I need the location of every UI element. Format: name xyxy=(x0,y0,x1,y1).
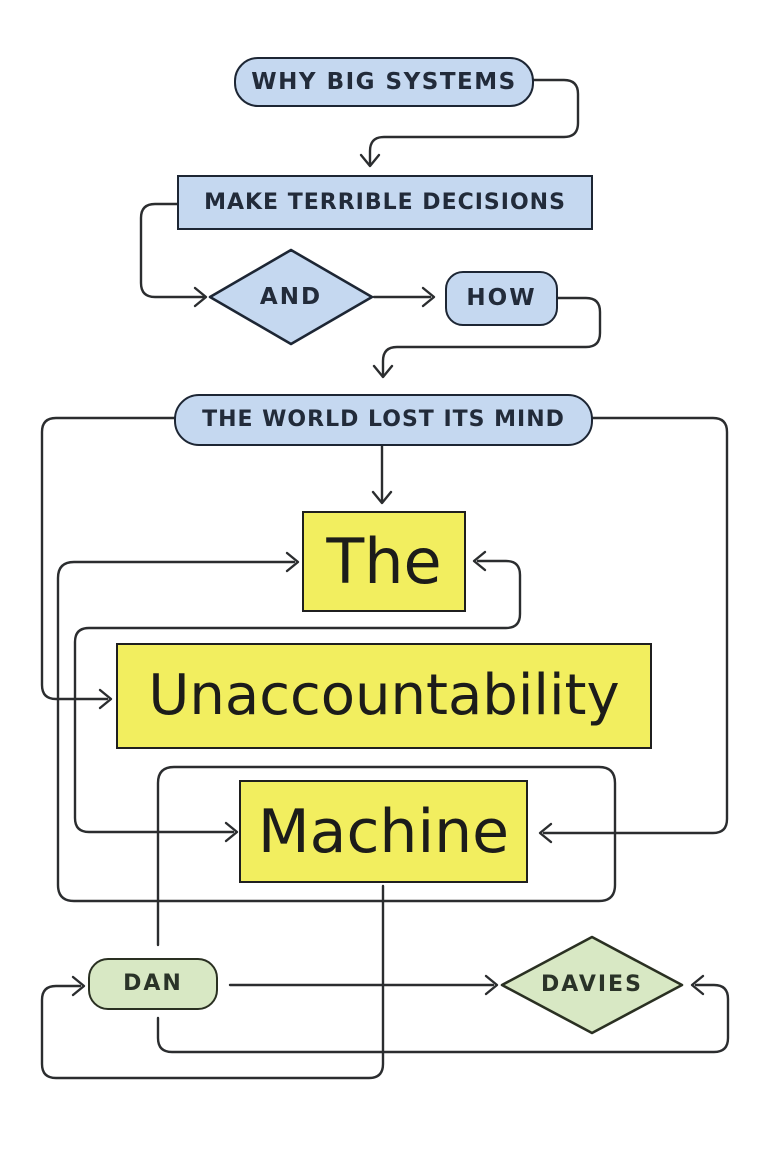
arrowhead-right-icon xyxy=(193,286,208,308)
node-davies-diamond-shape xyxy=(500,935,684,1035)
arrowhead-down-icon xyxy=(359,153,381,168)
arrowhead-left-icon xyxy=(690,974,705,996)
node-title-machine: Machine xyxy=(239,780,528,883)
connector-dan-to-the xyxy=(56,560,617,947)
node-the-world-lost-its-mind: THE WORLD LOST ITS MIND xyxy=(174,394,593,446)
arrowhead-left-icon xyxy=(538,822,553,844)
connector-why-to-make xyxy=(368,78,580,165)
node-and-label: AND xyxy=(259,283,323,310)
node-why-big-systems: WHY BIG SYSTEMS xyxy=(234,57,534,107)
connector-dan-to-davies-loop xyxy=(156,983,730,1054)
node-make-terrible-decisions: MAKE TERRIBLE DECISIONS xyxy=(177,175,593,230)
arrowhead-right-icon xyxy=(285,551,300,573)
connector-how-to-world xyxy=(381,296,602,376)
connector-the-machine-loop xyxy=(73,559,522,834)
connector-world-to-unaccountability xyxy=(40,416,176,701)
arrowhead-right-icon xyxy=(224,821,239,843)
arrowhead-right-icon xyxy=(71,975,86,997)
connector-machine-to-dan xyxy=(40,884,385,1080)
arrowhead-left-icon xyxy=(472,550,487,572)
arrowhead-right-icon xyxy=(421,286,436,308)
arrowhead-down-icon xyxy=(372,364,394,379)
node-title-unaccountability: Unaccountability xyxy=(116,643,652,749)
node-author-dan: DAN xyxy=(88,958,218,1010)
arrowhead-down-icon xyxy=(371,490,393,505)
arrowhead-right-icon xyxy=(98,688,113,710)
node-how: HOW xyxy=(445,271,558,326)
connector-world-to-machine xyxy=(542,416,729,835)
connector-make-to-and xyxy=(139,202,205,299)
node-and-diamond-shape xyxy=(208,248,374,346)
node-author-davies-label: DAVIES xyxy=(541,972,643,997)
arrowhead-right-icon xyxy=(484,974,499,996)
node-title-the: The xyxy=(302,511,466,612)
